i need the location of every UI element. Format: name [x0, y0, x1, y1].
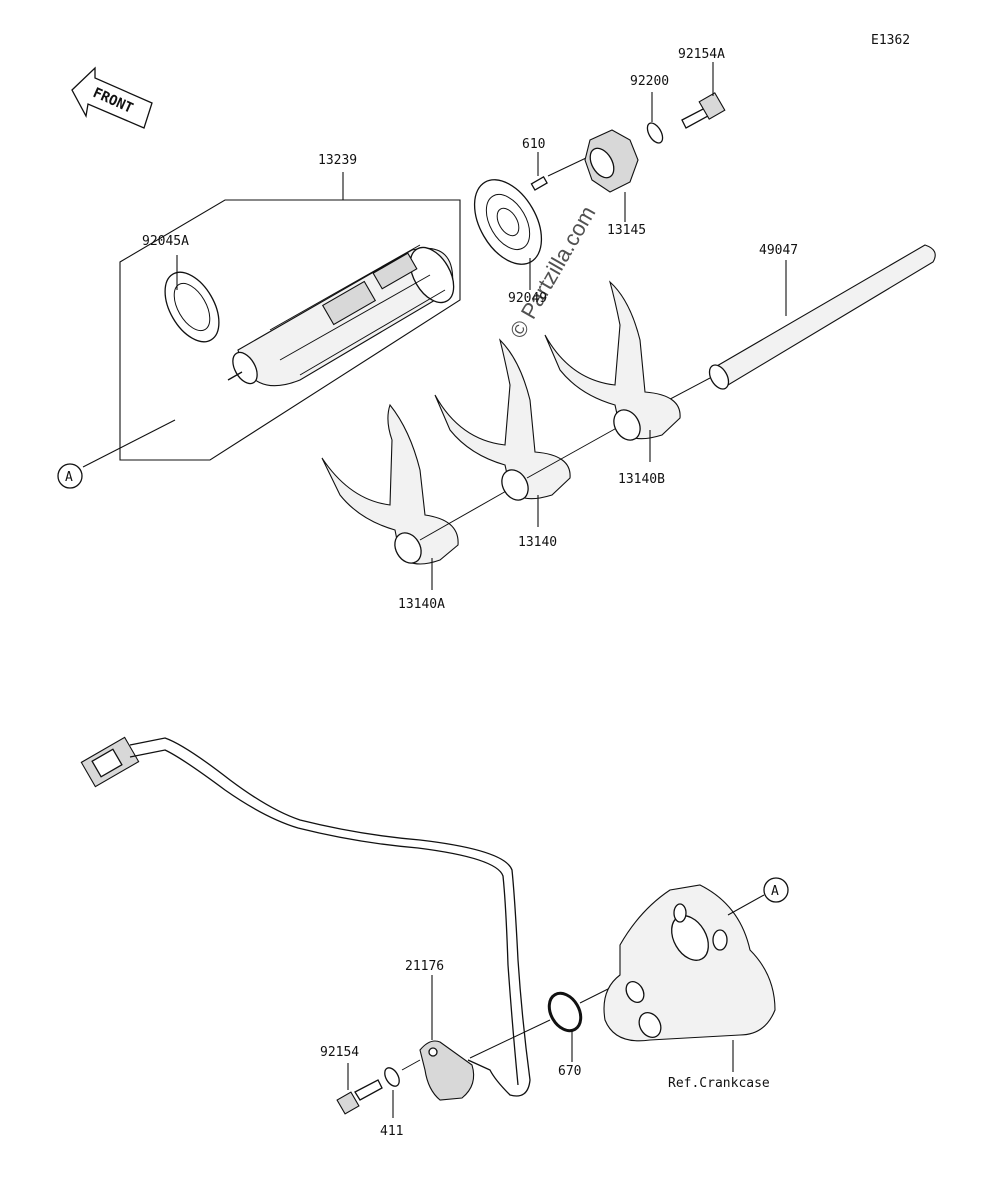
holder-13145: 13145 — [584, 129, 646, 238]
bearing-92045a: 92045A — [142, 234, 220, 343]
label-670: 670 — [558, 1064, 581, 1079]
label-ref-crankcase: Ref.Crankcase — [668, 1076, 770, 1091]
label-13140a: 13140A — [398, 597, 445, 612]
shift-drum-group: 13239 — [119, 153, 461, 461]
bolt-92154: 92154 — [320, 1045, 383, 1115]
diagram-code: E1362 — [871, 33, 910, 48]
label-411: 411 — [380, 1124, 403, 1139]
o-ring-670: 670 — [469, 981, 623, 1079]
label-13239: 13239 — [318, 153, 357, 168]
pin-610: 610 — [522, 137, 587, 191]
washer-411: 411 — [380, 1067, 403, 1139]
label-92049: 92049 — [508, 291, 547, 306]
label-92154: 92154 — [320, 1045, 359, 1060]
label-92154a: 92154A — [678, 47, 725, 62]
shift-fork-13140b: 13140B — [544, 280, 681, 487]
label-92200: 92200 — [630, 74, 669, 89]
callout-a-lower: A — [763, 877, 789, 903]
label-21176: 21176 — [405, 959, 444, 974]
front-arrow-icon: FRONT — [71, 66, 153, 129]
bearing-92049: 92049 — [473, 179, 547, 306]
crankcase-ref: Ref.Crankcase — [603, 884, 776, 1091]
callout-a-upper: A — [57, 419, 176, 489]
label-13145: 13145 — [607, 223, 646, 238]
label-610: 610 — [522, 137, 545, 152]
label-13140: 13140 — [518, 535, 557, 550]
washer-92200: 92200 — [630, 74, 669, 144]
bolt-92154a: 92154A — [678, 47, 726, 129]
callout-a-lower-label: A — [771, 884, 779, 899]
label-49047: 49047 — [759, 243, 798, 258]
shift-fork-13140: 13140 — [434, 338, 623, 550]
gear-position-sensor-harness — [80, 736, 531, 1097]
label-92045a: 92045A — [142, 234, 189, 249]
callout-a-upper-label: A — [65, 470, 73, 485]
shift-fork-13140a: 13140A — [321, 403, 509, 612]
label-13140b: 13140B — [618, 472, 665, 487]
sensor-21176: 21176 — [401, 959, 475, 1101]
shift-drum — [227, 244, 455, 387]
shaft-49047: 49047 — [639, 243, 936, 416]
